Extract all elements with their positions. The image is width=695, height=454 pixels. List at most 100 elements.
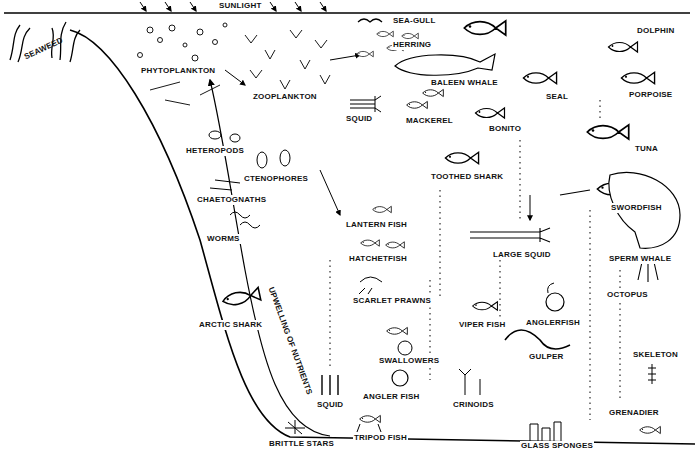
illustration-part	[360, 415, 381, 422]
illustration-part	[440, 190, 441, 300]
illustration-part	[140, 2, 146, 11]
illustration-part	[640, 426, 661, 433]
illustration-part	[359, 277, 382, 294]
illustration-part	[387, 327, 408, 334]
illustration-part	[402, 33, 419, 39]
illustration-part	[4, 12, 690, 13]
illustration-part	[190, 2, 196, 11]
organism-label: SWORDFISH	[610, 203, 663, 213]
illustration-part	[464, 21, 505, 35]
illustration-part	[225, 55, 530, 220]
illustration-part	[398, 341, 412, 355]
illustration-part	[285, 420, 305, 434]
illustration-part	[470, 228, 550, 242]
organism-label: GULPER	[528, 352, 565, 362]
illustration-part	[350, 96, 381, 112]
organism-label: PORPOISE	[628, 90, 673, 100]
illustration-part	[330, 55, 360, 60]
illustration-part	[197, 29, 203, 35]
illustration-part	[358, 19, 382, 22]
illustration-part	[210, 180, 240, 190]
illustration-part	[330, 100, 620, 420]
organism-label: ZOOPLANKTON	[252, 92, 318, 102]
illustration-part	[158, 38, 163, 43]
organism-label: SKELETON	[632, 350, 679, 360]
organism-label: DOLPHIN	[636, 26, 675, 36]
illustration-part	[357, 51, 374, 57]
organism-label: SEA-GULL	[392, 16, 437, 26]
illustration-part	[609, 42, 638, 52]
illustration-part	[520, 140, 521, 220]
illustration-part	[392, 370, 408, 386]
illustration-part	[609, 172, 680, 248]
illustration-part	[150, 82, 220, 105]
illustration-part	[548, 283, 554, 293]
organism-label: GLASS SPONGES	[520, 441, 594, 451]
organism-label: BALEEN WHALE	[430, 78, 499, 88]
organism-label: SEAL	[545, 92, 569, 102]
organism-label: CHAETOGNATHS	[196, 195, 267, 205]
organism-label: MACKEREL	[405, 116, 454, 126]
illustration-part	[222, 287, 261, 307]
organism-label: SEAWEED	[22, 35, 66, 62]
organism-label: LARGE SQUID	[492, 250, 552, 260]
organism-label: HATCHETFISH	[348, 254, 408, 264]
illustration-part	[230, 212, 260, 228]
organism-label: SCARLET PRAWNS	[352, 296, 432, 306]
illustration-part	[10, 25, 20, 60]
organism-label: LANTERN FISH	[345, 220, 408, 230]
illustration-part	[560, 190, 590, 195]
illustration-part	[473, 302, 498, 311]
illustration-part	[147, 27, 153, 33]
illustration-part	[621, 72, 654, 83]
organism-label: OCTOPUS	[606, 290, 649, 300]
illustration-part	[530, 422, 561, 442]
illustration-part	[377, 31, 394, 37]
organism-label: TOOTHED SHARK	[430, 172, 504, 182]
organism-label: HERRING	[392, 40, 432, 50]
illustration-part	[257, 152, 267, 168]
illustration-part	[320, 2, 326, 11]
illustration-part	[373, 206, 392, 212]
illustration-part	[250, 40, 330, 89]
illustration-part	[223, 23, 227, 27]
illustration-part	[505, 330, 570, 349]
illustration-part	[587, 125, 628, 139]
illustration-part	[192, 55, 198, 61]
illustration-part	[395, 54, 495, 75]
organism-label: WORMS	[206, 234, 241, 244]
organism-label: ANGLERFISH	[525, 318, 581, 328]
illustration-part	[648, 364, 656, 384]
organism-label: TRIPOD FISH	[353, 433, 408, 443]
organism-label: SQUID	[345, 114, 373, 124]
organism-label: TUNA	[634, 144, 659, 154]
illustration-part	[70, 30, 80, 62]
illustration-part	[10, 22, 80, 62]
illustration-part	[245, 30, 330, 89]
illustration-part	[70, 30, 695, 444]
illustration-part	[213, 40, 218, 45]
illustration-part	[530, 195, 531, 220]
illustration-part	[407, 101, 428, 108]
illustration-part	[140, 2, 326, 11]
organism-label: VIPER FISH	[458, 320, 506, 330]
illustration-part	[459, 369, 480, 395]
organism-label: BONITO	[488, 124, 522, 134]
illustration-part	[386, 242, 405, 248]
organism-label: PHYTOPLANKTON	[140, 66, 216, 76]
illustration-part	[165, 2, 171, 11]
illustration-part	[600, 100, 601, 120]
organism-label: SWALLOWERS	[378, 356, 440, 366]
illustration-part	[209, 131, 221, 139]
illustration-part	[230, 134, 240, 142]
illustration-part	[280, 150, 290, 166]
illustration-part	[245, 30, 310, 69]
illustration-part	[423, 89, 444, 96]
illustration-part	[361, 240, 380, 246]
illustration-part	[546, 293, 564, 311]
organism-label: ARCTIC SHARK	[198, 320, 263, 330]
illustration-part	[590, 210, 591, 420]
illustration-part	[138, 23, 228, 105]
illustration-part	[225, 70, 245, 85]
